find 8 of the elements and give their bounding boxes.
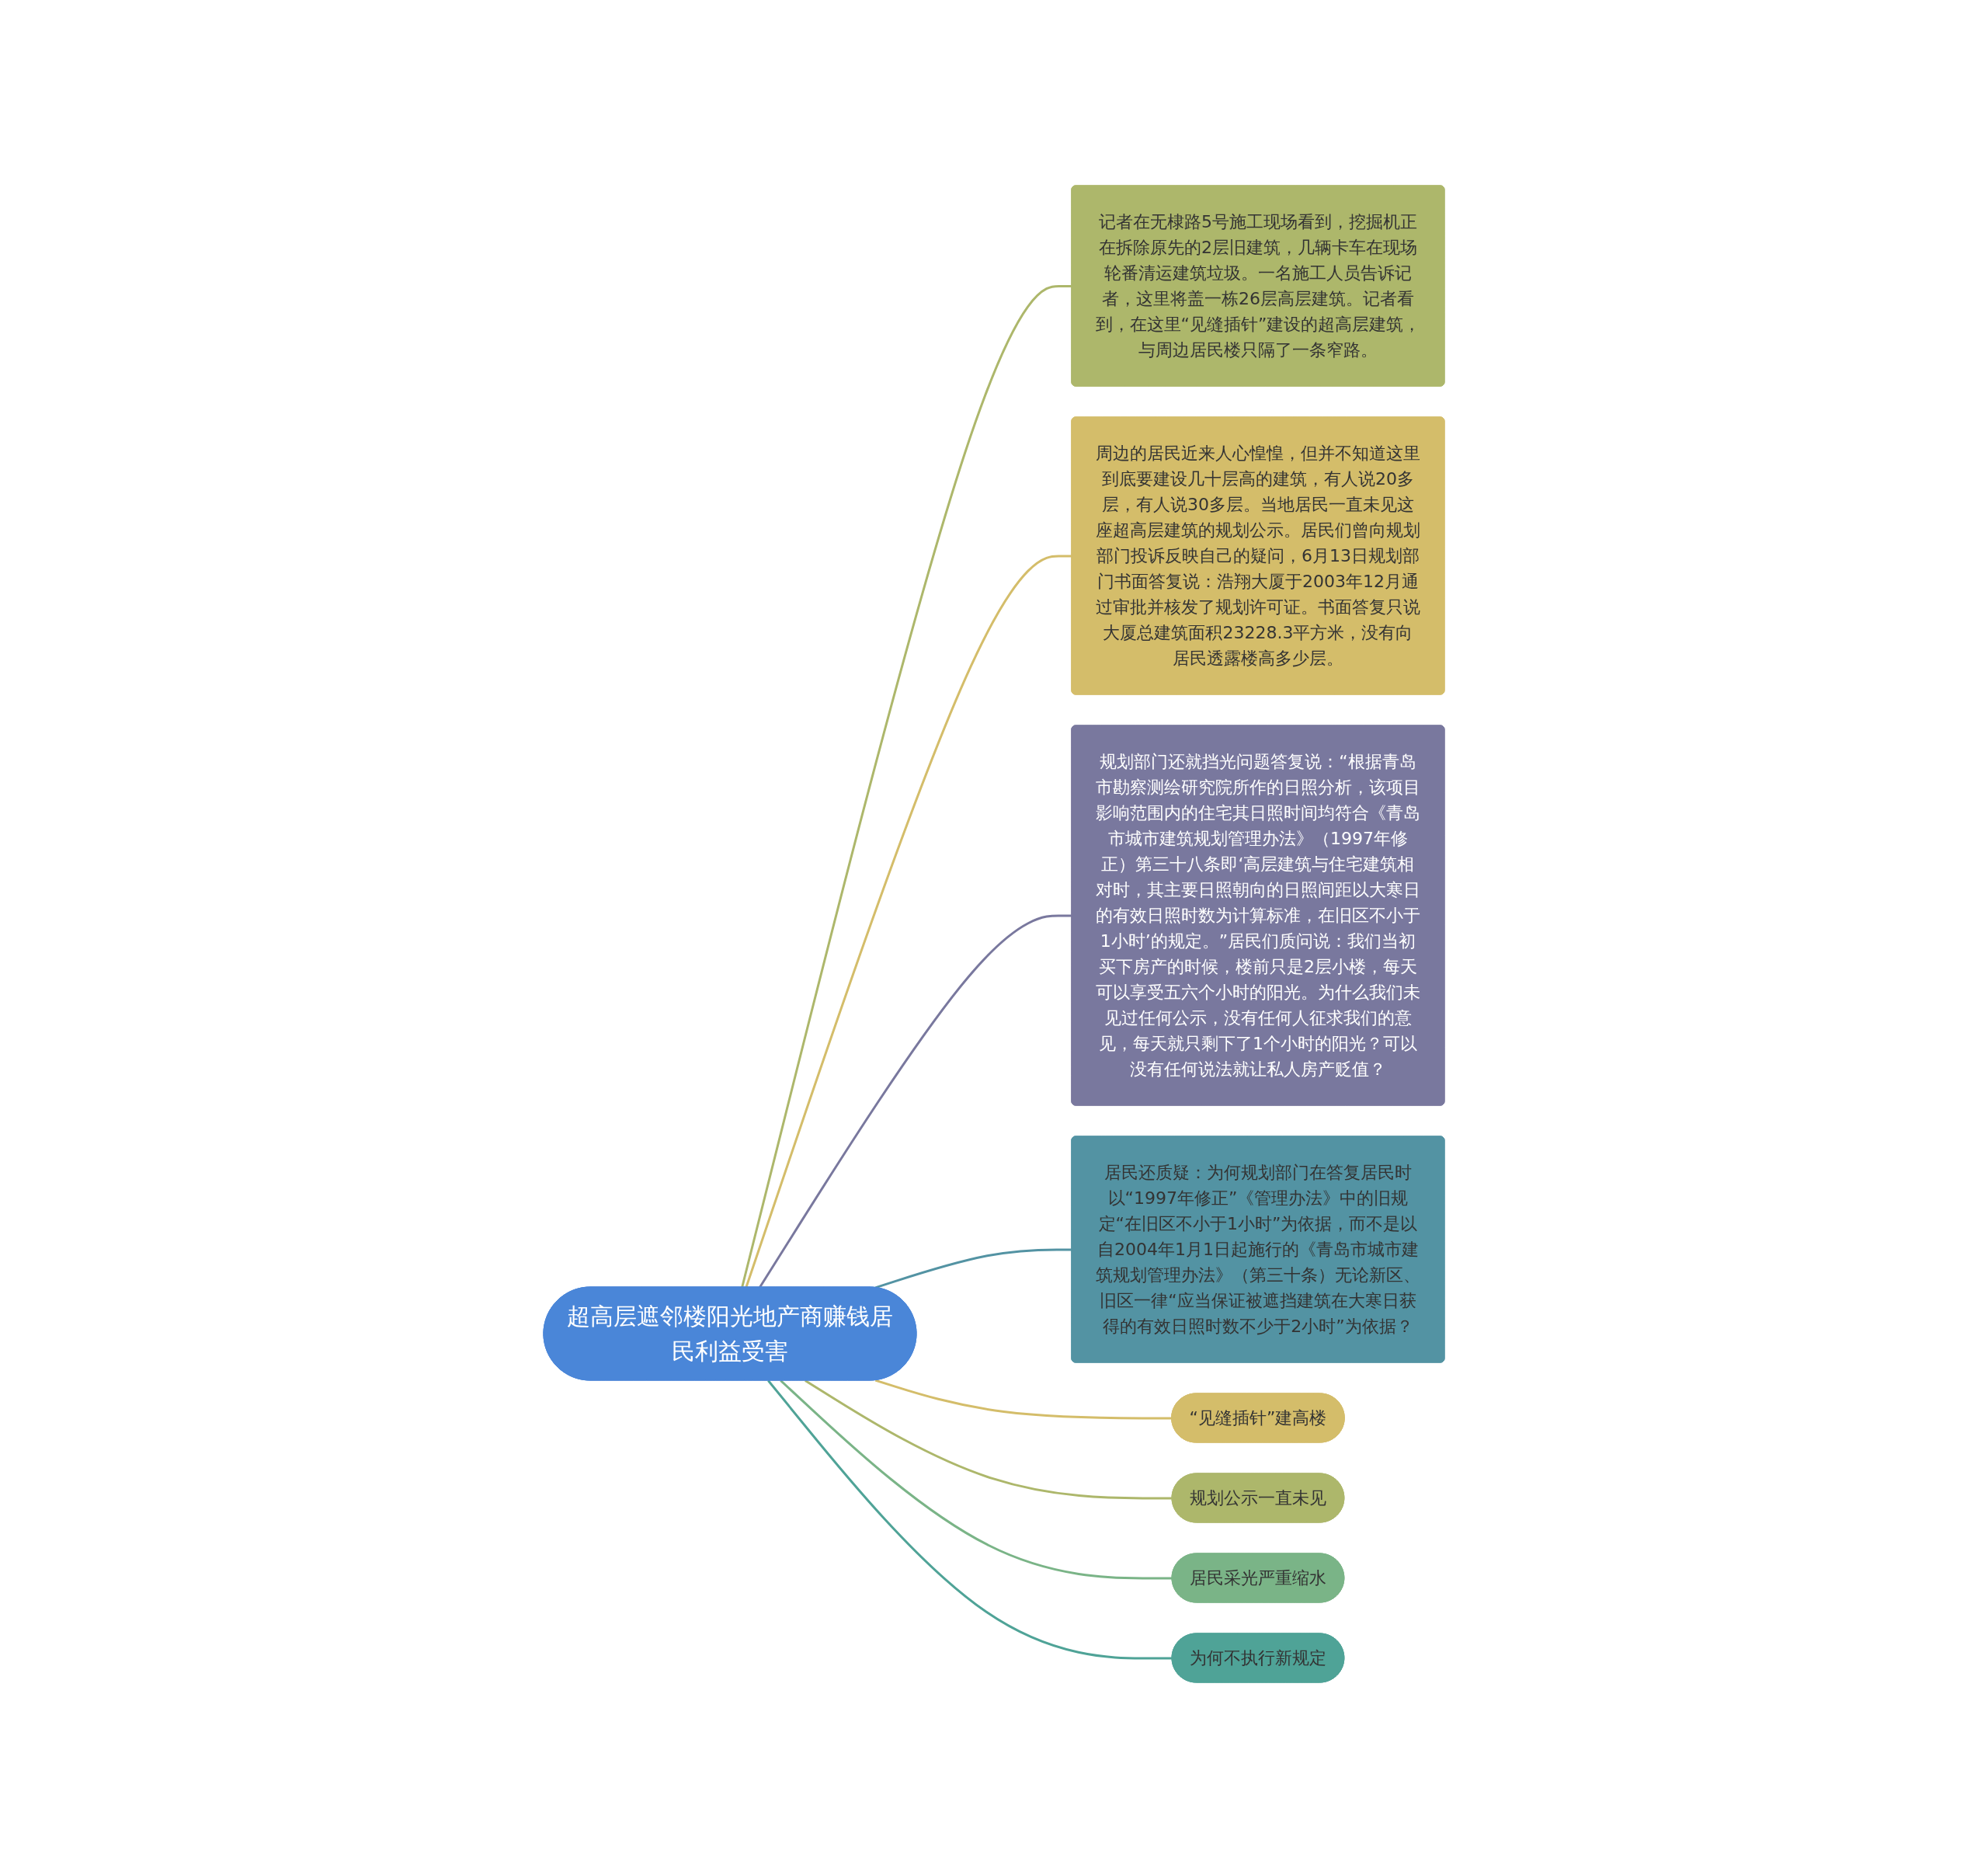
- connector: [759, 914, 1072, 1289]
- connector: [874, 1379, 1173, 1420]
- connector: [805, 1379, 1173, 1500]
- connector: [745, 555, 1072, 1288]
- connector: [874, 1248, 1072, 1289]
- connector: [767, 1379, 1173, 1660]
- connector: [741, 284, 1072, 1288]
- connector: [780, 1379, 1173, 1580]
